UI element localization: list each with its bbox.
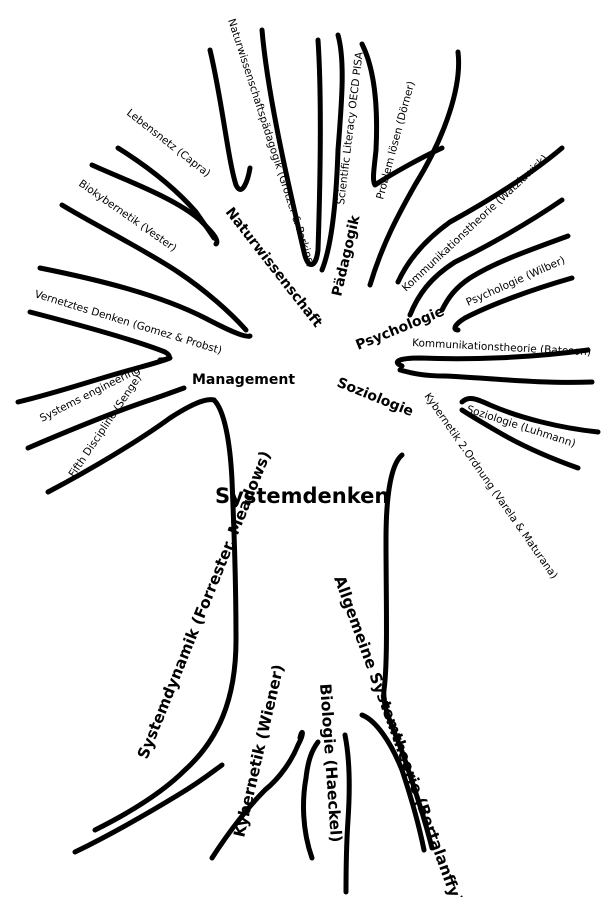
root-biologie: [345, 735, 349, 892]
root-systemdynamik: [75, 765, 222, 852]
branch-bateson-lower: [400, 370, 592, 382]
discipline-naturwissenschaft: Naturwissenschaft: [222, 205, 326, 331]
leaf-lebensnetz: Lebensnetz (Capra): [124, 107, 212, 180]
leaf-kommunikation-bateson: Kommunikationstheorie (Bateson): [412, 337, 591, 358]
root-kybernetik-right: [304, 742, 318, 858]
leaf-problem-loesen: Problem lösen (Dörner): [374, 80, 417, 201]
branch-paedagogik-left: [322, 35, 342, 270]
root-label-kybernetik: Kybernetik (Wiener): [230, 663, 287, 839]
root-label-systemdynamik: Systemdynamik (Forrester, Meadows): [134, 448, 274, 761]
discipline-soziologie: Soziologie: [335, 375, 416, 420]
root-label-allgemeine-systemtheorie: Allgemeine Systemtheorie (Bertalanffy): [330, 573, 466, 897]
root-label-biologie: Biologie (Haeckel): [316, 683, 345, 843]
trunk-left-edge: [95, 400, 236, 830]
discipline-management: Management: [192, 372, 295, 388]
